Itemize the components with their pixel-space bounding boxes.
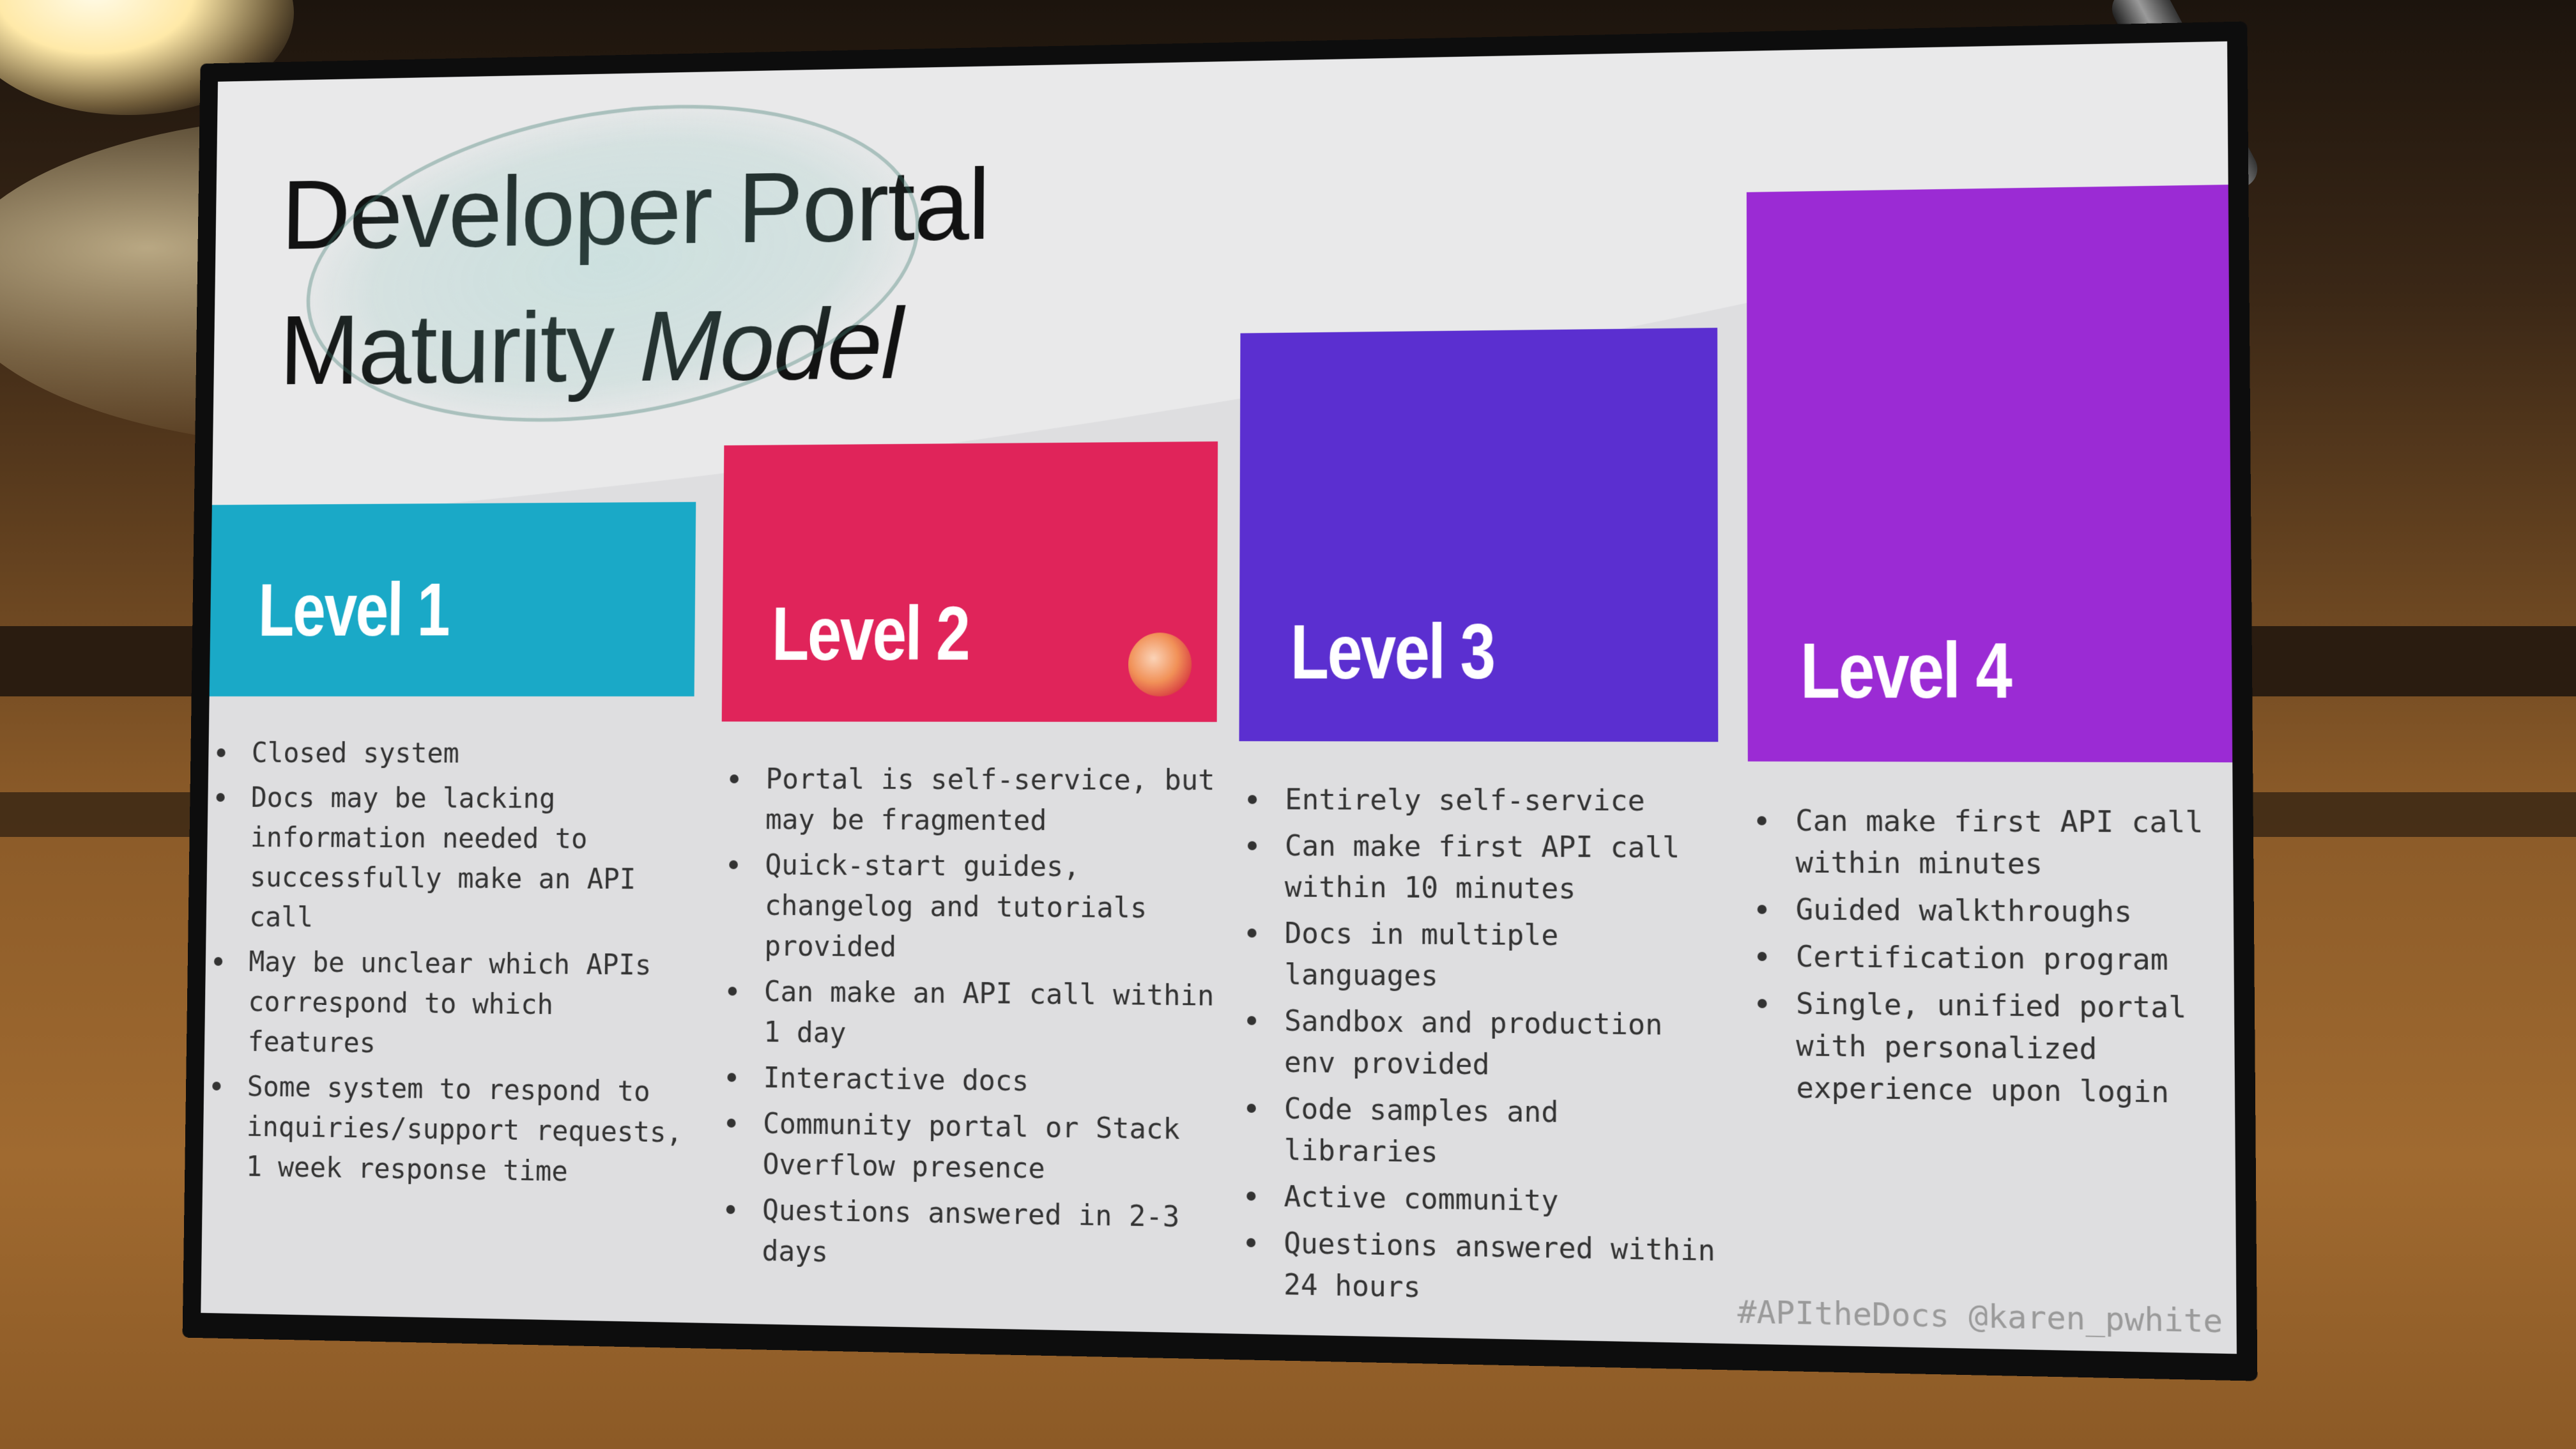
list-item: Active community bbox=[1238, 1176, 1719, 1225]
list-item: Code samples and libraries bbox=[1238, 1088, 1719, 1178]
list-item: Some system to respond to inquiries/supp… bbox=[203, 1066, 691, 1194]
level-1-label: Level 1 bbox=[257, 568, 450, 652]
level-1-bullets: Closed system Docs may be lacking inform… bbox=[203, 733, 694, 1199]
list-item: Can make first API call within 10 minute… bbox=[1239, 825, 1719, 911]
level-1-card: Level 1 bbox=[209, 502, 696, 696]
list-item: Questions answered in 2-3 days bbox=[717, 1190, 1215, 1280]
list-item: Interactive docs bbox=[719, 1057, 1216, 1105]
slide: Developer Portal Maturity Model Level 1 … bbox=[201, 41, 2237, 1354]
level-4-label: Level 4 bbox=[1800, 627, 2011, 715]
list-item: Entirely self-service bbox=[1239, 779, 1718, 822]
list-item: May be unclear which APIs correspond to … bbox=[204, 942, 692, 1067]
level-4-card: Level 4 bbox=[1746, 185, 2233, 763]
list-item: Community portal or Stack Overflow prese… bbox=[717, 1103, 1215, 1192]
list-item: Docs in multiple languages bbox=[1238, 913, 1719, 1000]
list-item: Closed system bbox=[208, 733, 694, 774]
list-item: Can make an API call within 1 day bbox=[719, 972, 1216, 1059]
level-2-card: Level 2 bbox=[721, 441, 1218, 723]
list-item: Single, unified portal with personalized… bbox=[1748, 983, 2235, 1115]
list-item: Can make first API call within minutes bbox=[1748, 801, 2234, 887]
list-item: Quick-start guides, changelog and tutori… bbox=[719, 845, 1216, 971]
list-item: Guided walkthroughs bbox=[1748, 889, 2234, 935]
list-item: Questions answered within 24 hours bbox=[1238, 1222, 1719, 1314]
list-item: Docs may be lacking information needed t… bbox=[206, 778, 693, 941]
level-3-bullets: Entirely self-service Can make first API… bbox=[1238, 779, 1719, 1319]
list-item: Sandbox and production env provided bbox=[1238, 1000, 1719, 1089]
slide-background-swoosh bbox=[201, 41, 2237, 1354]
list-item: Certification program bbox=[1748, 936, 2234, 982]
level-4-bullets: Can make first API call within minutes G… bbox=[1748, 801, 2235, 1121]
level-2-bullets: Portal is self-service, but may be fragm… bbox=[717, 760, 1216, 1285]
level-3-card: Level 3 bbox=[1239, 328, 1719, 742]
list-item: Portal is self-service, but may be fragm… bbox=[721, 760, 1216, 843]
level-2-label: Level 2 bbox=[771, 591, 969, 677]
level-3-label: Level 3 bbox=[1290, 608, 1494, 695]
tv-screen-frame: Developer Portal Maturity Model Level 1 … bbox=[182, 21, 2258, 1381]
reflection-sticker bbox=[1128, 632, 1192, 696]
